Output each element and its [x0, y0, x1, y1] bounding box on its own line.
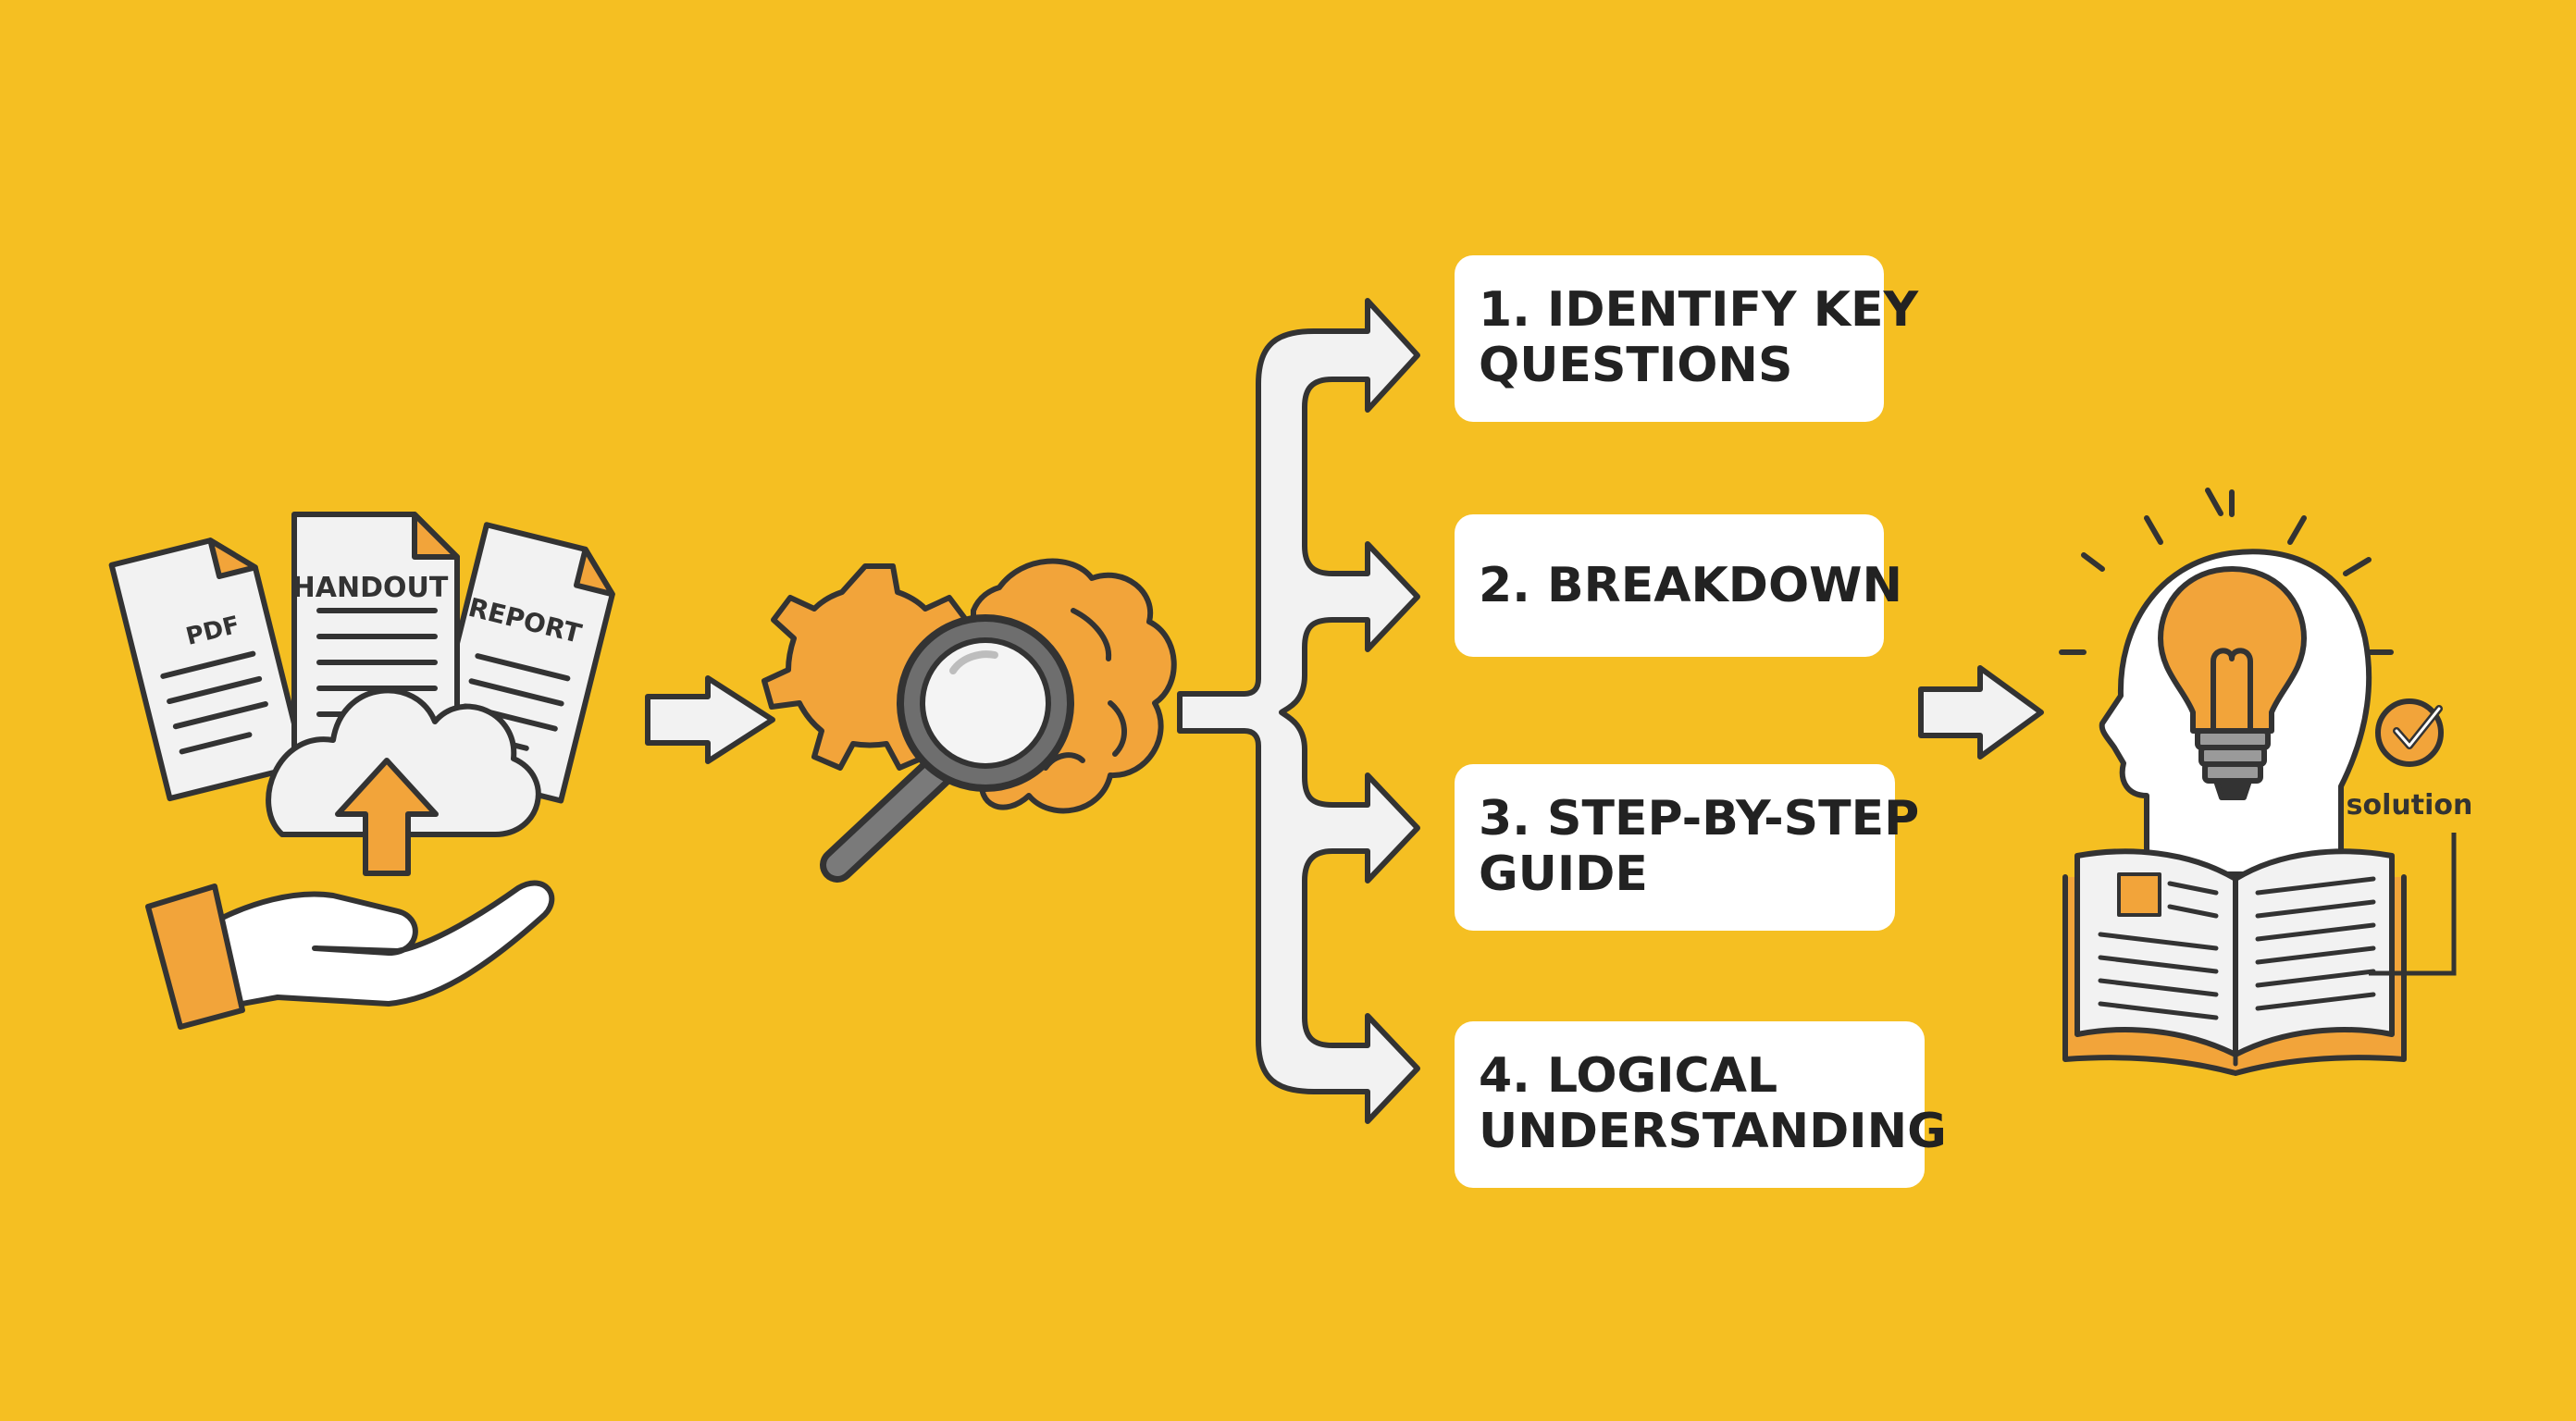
branch-arrows [1177, 298, 1420, 1124]
handout-label: HANDOUT [292, 572, 449, 604]
step-card-step-by-step-guide: 3. STEP-BY-STEP GUIDE [1455, 764, 1920, 931]
flow-arrow-1 [645, 675, 775, 764]
checkmark-badge-icon [2375, 698, 2444, 767]
step-4-line-2: UNDERSTANDING [1479, 1103, 1947, 1159]
step-1-line-1: 1. IDENTIFY KEY [1479, 282, 1919, 338]
magnifying-glass-icon [820, 614, 1074, 883]
step-card-breakdown: 2. BREAKDOWN [1455, 514, 1903, 657]
step-4-line-1: 4. LOGICAL [1479, 1048, 1778, 1104]
pdf-document [108, 538, 308, 802]
flow-arrow-2 [1918, 665, 2044, 760]
open-hand-icon [145, 880, 555, 1030]
solution-label: solution [2347, 789, 2473, 822]
lightbulb-icon [2059, 488, 2394, 800]
step-1-line-2: QUESTIONS [1479, 337, 1793, 393]
cloud-upload-icon [266, 687, 541, 876]
step-2-line-1: 2. BREAKDOWN [1479, 558, 1903, 613]
step-3-line-2: GUIDE [1479, 846, 1648, 902]
step-card-identify-key-questions: 1. IDENTIFY KEY QUESTIONS [1455, 255, 1919, 422]
step-3-line-1: 3. STEP-BY-STEP [1479, 791, 1920, 846]
open-book-icon [2062, 848, 2407, 1076]
branch-trunk [1177, 298, 1420, 1124]
solution-connector [2369, 833, 2457, 976]
step-card-logical-understanding: 4. LOGICAL UNDERSTANDING [1455, 1021, 1947, 1188]
